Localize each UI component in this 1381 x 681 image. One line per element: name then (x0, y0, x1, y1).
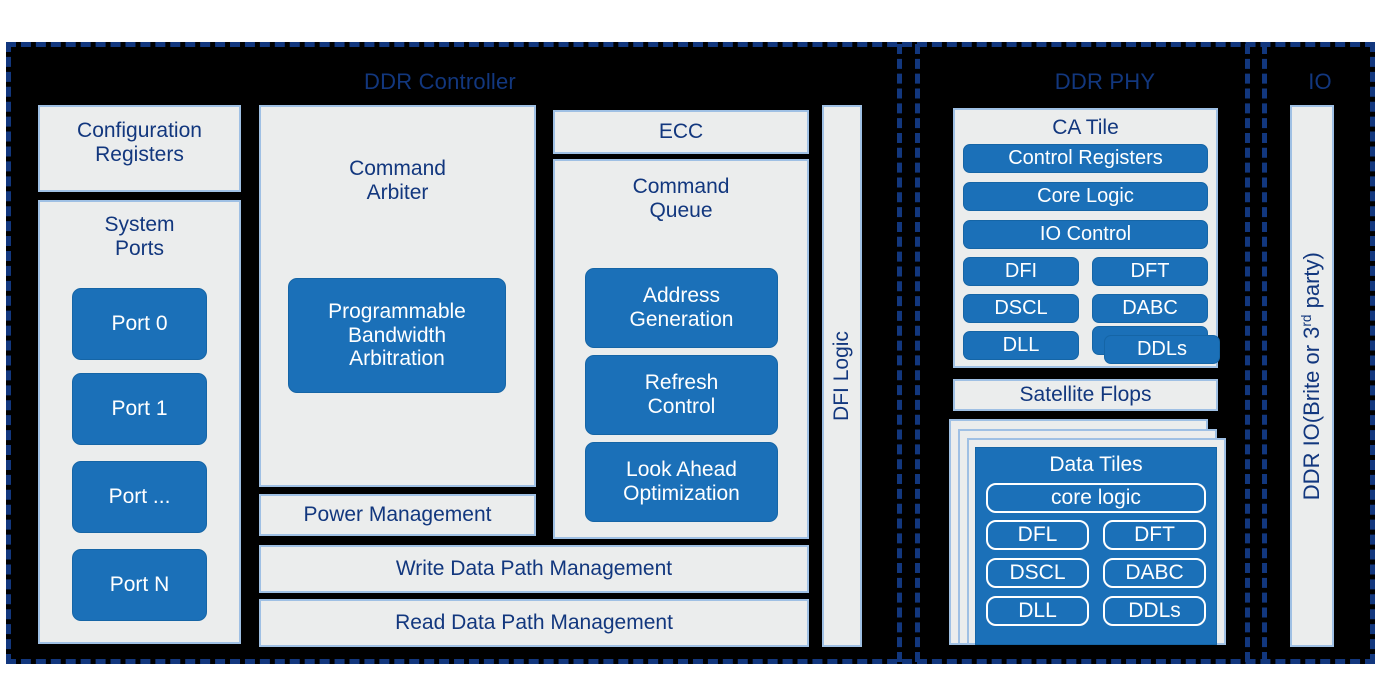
data-ddls-block[interactable]: DDLs (1103, 596, 1206, 626)
separator-phy-io-b (1262, 44, 1267, 662)
separator-controller-phy-a (897, 44, 902, 662)
section-title-io: IO (1308, 69, 1332, 94)
ddr-io-label-post: party) (1299, 251, 1325, 315)
data-dscl-block[interactable]: DSCL (986, 558, 1089, 588)
programmable-bandwidth-arbitration-block[interactable]: Programmable Bandwidth Arbitration (288, 278, 506, 393)
configuration-registers-label-line1: Configuration (77, 119, 202, 142)
dabc-block[interactable]: DABC (1092, 294, 1208, 323)
section-title-ddr-phy: DDR PHY (1054, 69, 1156, 94)
port-ellipsis-block[interactable]: Port ... (72, 461, 207, 533)
dfi-block[interactable]: DFI (963, 257, 1079, 286)
data-core-logic-block[interactable]: core logic (986, 483, 1206, 513)
data-dabc-block[interactable]: DABC (1103, 558, 1206, 588)
pba-label-line3: Arbitration (349, 347, 445, 371)
io-control-block[interactable]: IO Control (963, 220, 1208, 249)
separator-controller-phy-b (915, 44, 920, 662)
section-title-ddr-controller: DDR Controller (364, 69, 516, 94)
system-ports-label-line1: System (104, 213, 175, 236)
ddr-io-panel[interactable]: DDR IO(Brite or 3rd party) (1290, 105, 1334, 647)
ca-tile-label: CA Tile (1052, 116, 1119, 139)
ddls-block[interactable]: DDLs (1104, 335, 1220, 364)
command-arbiter-label-line1: Command (349, 157, 446, 180)
power-management-bar[interactable]: Power Management (259, 494, 536, 536)
ecc-bar[interactable]: ECC (553, 110, 809, 154)
dft-block[interactable]: DFT (1092, 257, 1208, 286)
system-ports-label-line2: Ports (114, 237, 164, 261)
data-tiles-label: Data Tiles (1049, 453, 1143, 476)
control-registers-block[interactable]: Control Registers (963, 144, 1208, 173)
refresh-control-line1: Refresh (644, 371, 719, 395)
port-n-block[interactable]: Port N (72, 549, 207, 621)
data-dft-block[interactable]: DFT (1103, 520, 1206, 550)
separator-phy-io-a (1245, 44, 1250, 662)
ddr-io-label: DDR IO(Brite or 3rd party) (1299, 252, 1325, 500)
pba-label-line2: Bandwidth (347, 323, 447, 347)
address-generation-block[interactable]: Address Generation (585, 268, 778, 348)
dll-block[interactable]: DLL (963, 331, 1079, 360)
ddr-io-label-pre: DDR IO(Brite or 3 (1299, 326, 1325, 501)
dfi-logic-panel[interactable]: DFI Logic (822, 105, 862, 647)
ddr-io-label-sup: rd (1298, 314, 1314, 327)
data-dfl-block[interactable]: DFL (986, 520, 1089, 550)
port-1-block[interactable]: Port 1 (72, 373, 207, 445)
port-0-block[interactable]: Port 0 (72, 288, 207, 360)
command-queue-label-line2: Queue (649, 199, 713, 223)
core-logic-block[interactable]: Core Logic (963, 182, 1208, 211)
command-queue-label-line1: Command (632, 175, 730, 198)
look-ahead-optimization-line2: Optimization (623, 482, 740, 505)
dscl-block[interactable]: DSCL (963, 294, 1079, 323)
look-ahead-optimization-line1: Look Ahead (626, 458, 737, 482)
dfi-logic-label: DFI Logic (830, 331, 853, 421)
read-data-path-management-bar[interactable]: Read Data Path Management (259, 599, 809, 647)
refresh-control-block[interactable]: Refresh Control (585, 355, 778, 435)
write-data-path-management-bar[interactable]: Write Data Path Management (259, 545, 809, 593)
data-dll-block[interactable]: DLL (986, 596, 1089, 626)
refresh-control-line2: Control (647, 395, 716, 418)
configuration-registers-label-line2: Registers (95, 143, 184, 167)
address-generation-line1: Address (642, 284, 721, 308)
look-ahead-optimization-block[interactable]: Look Ahead Optimization (585, 442, 778, 522)
satellite-flops-bar[interactable]: Satellite Flops (953, 379, 1218, 411)
address-generation-line2: Generation (629, 308, 734, 331)
pba-label-line1: Programmable (328, 299, 466, 323)
configuration-registers-panel[interactable]: Configuration Registers (38, 105, 241, 192)
command-arbiter-label-line2: Arbiter (366, 181, 429, 205)
